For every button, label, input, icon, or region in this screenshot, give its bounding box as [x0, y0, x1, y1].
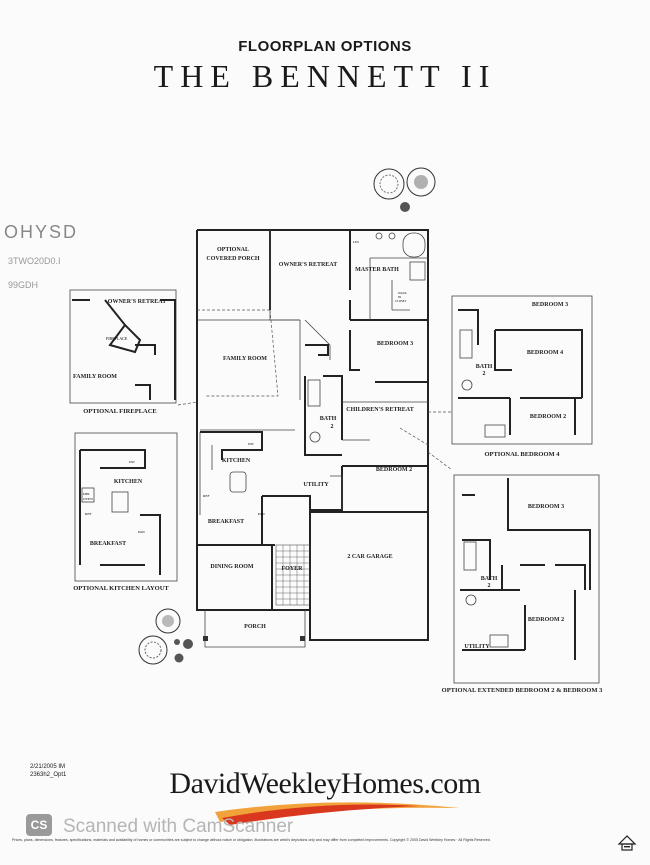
room-label: 2 [331, 424, 334, 430]
tree-icon [138, 608, 193, 665]
room-label: 2 [488, 583, 491, 589]
optional-extended-bedrooms-plan [453, 474, 600, 684]
room-label: FOYER [282, 566, 304, 572]
floorplan-options-heading: FLOORPLAN OPTIONS [238, 38, 412, 55]
room-label: CLOSET [395, 299, 407, 303]
room-label: BATH [320, 416, 337, 422]
room-label: DBL [83, 492, 90, 496]
main-floorplan [177, 229, 453, 648]
room-label: BATH [476, 364, 493, 370]
tree-icon [373, 167, 436, 212]
date-line: 2/21/2005 IM [30, 764, 66, 770]
room-label: KITCHEN [114, 479, 143, 485]
room-label: BEDROOM 4 [527, 350, 563, 356]
room-label: FAMILY ROOM [223, 356, 267, 362]
room-label: FIREPLACE [106, 336, 128, 341]
room-label: REF [85, 512, 91, 516]
room-label: IN [398, 295, 402, 299]
room-label: REF [203, 494, 209, 498]
room-label: OPTIONAL [217, 247, 249, 253]
room-label: BREAKFAST [90, 541, 126, 547]
room-label: BEDROOM 3 [532, 302, 568, 308]
room-label: DW [129, 460, 136, 464]
room-label: CHILDREN'S RETREAT [346, 407, 413, 413]
room-label: MASTER BATH [355, 267, 399, 273]
room-label: WALK [398, 291, 407, 295]
room-label: BEDROOM 2 [530, 414, 566, 420]
room-label: BEDROOM 2 [376, 467, 412, 473]
optional-bedroom4-plan [451, 295, 593, 445]
room-label: BREAKFAST [208, 519, 244, 525]
foyer-tile-grid [275, 544, 311, 606]
option-caption: OPTIONAL KITCHEN LAYOUT [73, 585, 169, 592]
room-label: UTILITY [464, 644, 490, 650]
room-label: OVEN [83, 497, 93, 501]
room-label: BATH [481, 576, 498, 582]
plan-title: THE BENNETT II [153, 58, 497, 94]
room-label: OWNER'S RETREAT [279, 262, 337, 268]
room-label: LIN [353, 240, 359, 244]
camscanner-icon: CS [26, 814, 52, 836]
room-label: FAMILY ROOM [73, 374, 117, 380]
optional-fireplace-plan [69, 289, 177, 404]
brand-logo-text: DavidWeekleyHomes.com [169, 767, 481, 800]
room-label: COVERED PORCH [206, 256, 260, 262]
plan-date: 2/21/2005 IM 2363h2_Opt1 [30, 763, 66, 779]
room-label: BEDROOM 3 [377, 341, 413, 347]
room-label: PAN [138, 530, 145, 534]
brand-swoosh-icon [215, 802, 460, 825]
room-label: DINING ROOM [210, 564, 254, 570]
room-label: PAN [258, 512, 265, 516]
legal-fine-print: Prices, plans, dimensions, features, spe… [12, 838, 491, 842]
room-label: KITCHEN [222, 458, 251, 464]
option-caption: OPTIONAL BEDROOM 4 [484, 451, 560, 458]
camscanner-watermark: Scanned with CamScanner [63, 816, 294, 837]
optional-kitchen-plan [74, 432, 178, 582]
room-label: OWNER'S RETREAT [108, 299, 166, 305]
room-label: BEDROOM 3 [528, 504, 564, 510]
option-caption: OPTIONAL EXTENDED BEDROOM 2 & BEDROOM 3 [442, 687, 603, 694]
plan-code: 2363h2_Opt1 [30, 772, 67, 778]
room-label: BEDROOM 2 [528, 617, 564, 623]
option-caption: OPTIONAL FIREPLACE [83, 408, 157, 415]
ghost-text-1: OHYSD [4, 222, 79, 242]
ghost-text-2: 3TWO20D0.I [8, 256, 61, 266]
ghost-text-3: 99GDH [8, 280, 39, 290]
room-label: PORCH [244, 624, 266, 630]
room-label: DW [248, 442, 255, 446]
room-label: 2 CAR GARAGE [347, 554, 392, 560]
room-label: 2 [483, 371, 486, 377]
room-label: UTILITY [303, 482, 329, 488]
equal-housing-icon [617, 835, 637, 851]
